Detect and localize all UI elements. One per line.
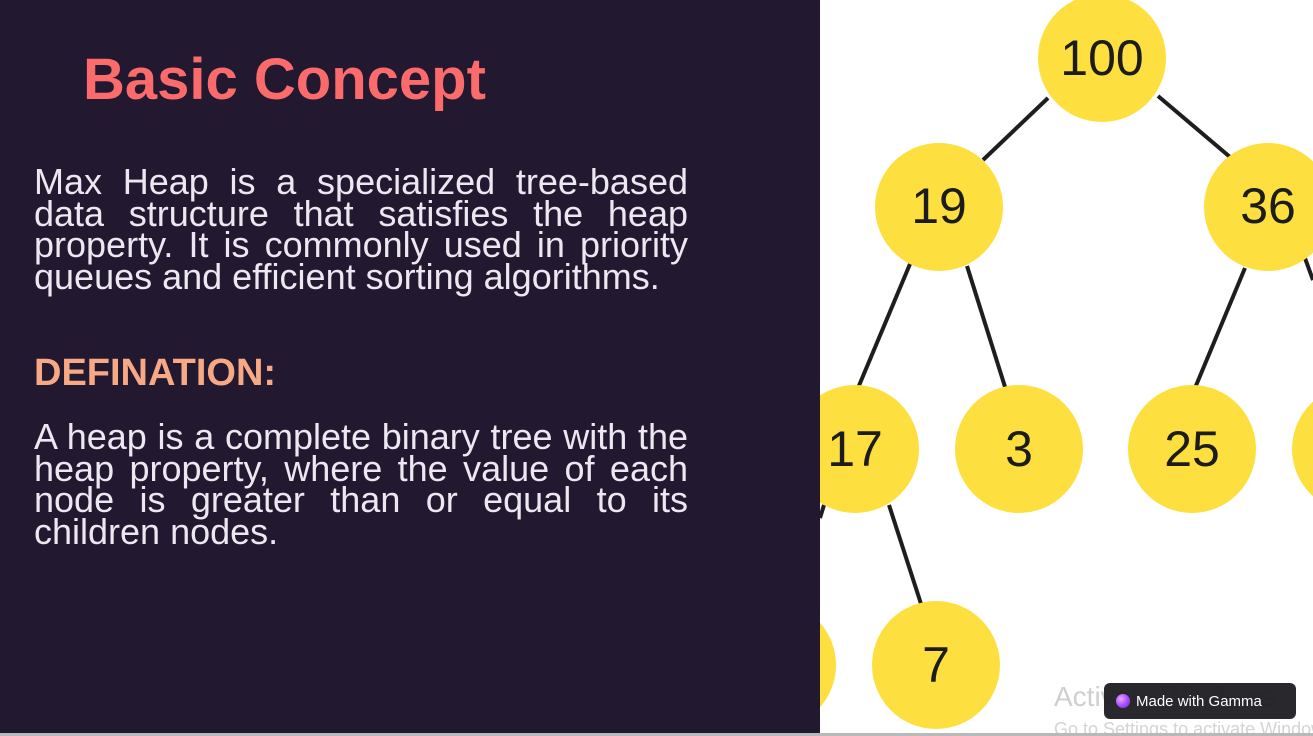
slide-title: Basic Concept (83, 47, 486, 112)
edge-100-19 (981, 96, 1050, 162)
tree-node-labels: 100 19 36 17 3 25 7 (827, 30, 1296, 693)
tree-image-panel: 100 19 36 17 3 25 7 (820, 0, 1313, 736)
definition-heading: DEFINATION: (34, 352, 277, 394)
tree-node-partial-right (1292, 401, 1313, 497)
tree-edges (820, 94, 1313, 611)
max-heap-tree-diagram: 100 19 36 17 3 25 7 (820, 0, 1313, 729)
intro-paragraph: Max Heap is a specialized tree-based dat… (34, 161, 688, 297)
node-label-19: 19 (911, 178, 967, 234)
tree-node-100 (1038, 0, 1166, 122)
edge-19-17 (856, 263, 912, 389)
tree-node-partial-left (820, 622, 836, 708)
tree-node-19 (875, 143, 1003, 271)
tree-nodes (820, 0, 1313, 729)
node-label-7: 7 (922, 637, 950, 693)
tree-node-36 (1204, 143, 1313, 271)
tree-node-25 (1128, 385, 1256, 513)
node-label-25: 25 (1164, 421, 1220, 477)
edge-19-3 (965, 265, 1008, 391)
gamma-logo-icon (1116, 694, 1130, 708)
tree-node-17 (820, 385, 919, 513)
activate-windows-subtitle: Go to Settings to activate Windows. (1054, 719, 1313, 736)
node-label-36: 36 (1240, 178, 1296, 234)
made-with-gamma-badge[interactable]: Made with Gamma (1104, 683, 1296, 719)
edge-17-7 (887, 504, 925, 611)
edge-36-25 (1193, 267, 1247, 389)
bottom-border (0, 733, 1313, 736)
tree-node-3 (955, 385, 1083, 513)
edge-100-36 (1156, 94, 1232, 159)
node-label-17: 17 (827, 421, 883, 477)
tree-node-7 (872, 601, 1000, 729)
definition-paragraph: A heap is a complete binary tree with th… (34, 416, 688, 552)
edge-17-left (820, 504, 826, 519)
text-panel: Basic Concept Max Heap is a specialized … (34, 47, 688, 552)
gamma-badge-label: Made with Gamma (1136, 692, 1262, 710)
node-label-3: 3 (1005, 421, 1033, 477)
node-label-100: 100 (1060, 30, 1143, 86)
